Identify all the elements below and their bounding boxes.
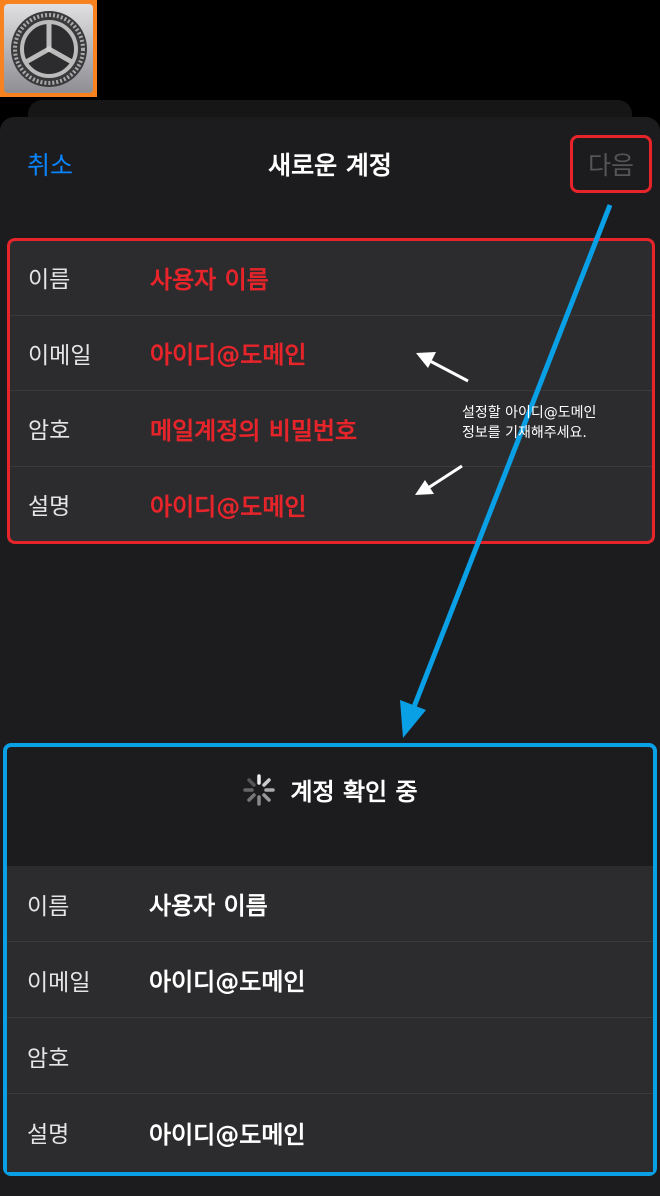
form-row-description: 설명 아이디@도메인 bbox=[7, 1094, 653, 1170]
form-row-description[interactable]: 설명 아이디@도메인 bbox=[8, 467, 654, 543]
field-label: 설명 bbox=[27, 1122, 70, 1148]
form-row-email: 이메일 아이디@도메인 bbox=[7, 942, 653, 1018]
form-row-name: 이름 사용자 이름 bbox=[7, 866, 653, 942]
email-field[interactable]: 아이디@도메인 bbox=[150, 341, 307, 370]
form-row-name[interactable]: 이름 사용자 이름 bbox=[8, 240, 654, 316]
field-label: 이메일 bbox=[27, 969, 91, 996]
field-label: 암호 bbox=[27, 1045, 70, 1072]
name-value: 사용자 이름 bbox=[149, 892, 268, 920]
note-line: 설정할 아이디@도메인 bbox=[462, 405, 597, 421]
description-value: 아이디@도메인 bbox=[149, 1120, 306, 1149]
page-title: 새로운 계정 bbox=[268, 151, 392, 180]
highlight-box-form bbox=[7, 238, 655, 544]
email-value: 아이디@도메인 bbox=[149, 968, 306, 996]
form-row-password: 암호 bbox=[7, 1018, 653, 1094]
field-label: 설명 bbox=[28, 494, 71, 521]
description-field[interactable]: 아이디@도메인 bbox=[150, 492, 307, 521]
form-row-email[interactable]: 이메일 아이디@도메인 bbox=[8, 316, 654, 391]
spinner-icon bbox=[243, 773, 276, 806]
field-label: 이메일 bbox=[28, 342, 92, 369]
next-button[interactable]: 다음 bbox=[570, 135, 652, 193]
verify-status-text: 계정 확인 중 bbox=[290, 778, 418, 806]
password-field[interactable]: 메일계정의 비밀번호 bbox=[150, 416, 358, 445]
verify-status: 계정 확인 중 bbox=[0, 772, 660, 807]
name-field[interactable]: 사용자 이름 bbox=[150, 265, 269, 294]
field-label: 암호 bbox=[28, 418, 71, 445]
note-line: 정보를 기재해주세요. bbox=[462, 425, 587, 441]
gear-icon bbox=[10, 10, 87, 87]
settings-app-icon bbox=[0, 0, 97, 97]
form-row-password[interactable]: 암호 메일계정의 비밀번호 bbox=[8, 391, 654, 467]
cancel-button[interactable]: 취소 bbox=[27, 151, 74, 180]
field-label: 이름 bbox=[28, 267, 71, 294]
field-label: 이름 bbox=[27, 893, 70, 920]
